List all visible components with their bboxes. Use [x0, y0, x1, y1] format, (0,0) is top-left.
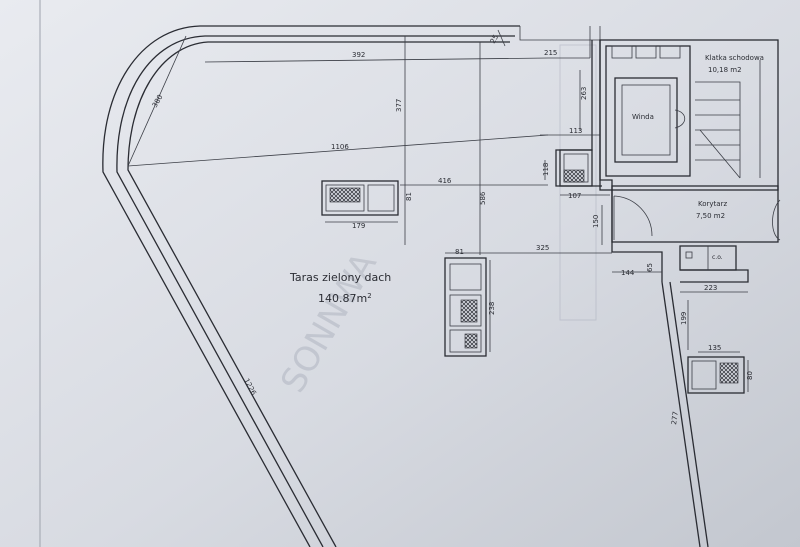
dim-223: 223: [704, 284, 717, 292]
planter-center-hatch-2: [464, 333, 478, 349]
stairwell-name: Klatka schodowa: [705, 54, 764, 62]
corridor-name: Korytarz: [698, 200, 727, 208]
dim-199: 199: [680, 312, 688, 325]
dim-277: 277: [670, 411, 680, 425]
terrace-name: Taras zielony dach: [289, 271, 391, 284]
dim-135: 135: [708, 344, 721, 352]
terrace-area-sup: 2: [367, 292, 371, 300]
dim-263: 263: [580, 87, 588, 100]
stairwell-block: [599, 39, 779, 191]
dim-118: 118: [542, 163, 550, 176]
dim-392: 392: [352, 51, 365, 59]
elevator-shaft: [614, 77, 678, 163]
terrace-area: 140.87m2: [318, 292, 372, 305]
dim-65: 65: [646, 263, 654, 272]
stairwell-area: 10,18 m2: [708, 66, 742, 74]
dim-81b: 81: [455, 248, 464, 256]
planter-right-hatch: [719, 362, 739, 384]
planter-center-hatch-1: [460, 299, 478, 323]
planter-corridor-hatch: [563, 169, 585, 183]
corridor-block: [611, 185, 781, 271]
dim-80: 80: [746, 371, 754, 380]
dim-586: 586: [479, 191, 487, 205]
dim-179: 179: [352, 222, 365, 230]
dim-1106: 1106: [331, 143, 349, 151]
planter-center: [444, 257, 487, 357]
planter-left: [321, 180, 399, 216]
dim-107: 107: [568, 192, 581, 200]
dim-25: 25: [489, 33, 500, 45]
dim-144: 144: [621, 269, 635, 277]
planter-left-hatch: [329, 187, 361, 203]
dim-416: 416: [438, 177, 452, 185]
wc-label: c.o.: [712, 254, 723, 261]
dim-215: 215: [544, 49, 557, 57]
terrace-area-value: 140.87m: [318, 292, 367, 305]
planter-right: [687, 356, 745, 394]
elevator-name: Winda: [632, 113, 654, 121]
dim-238: 238: [488, 302, 496, 315]
terrace-outline: [102, 25, 601, 547]
dim-325: 325: [536, 244, 549, 252]
dim-113: 113: [569, 127, 582, 135]
dim-81a: 81: [405, 192, 413, 201]
corridor-area: 7,50 m2: [696, 212, 725, 220]
dim-377: 377: [395, 99, 403, 112]
planter-corridor: [559, 149, 593, 187]
dim-150: 150: [592, 215, 600, 228]
dimension-lines: [127, 26, 749, 392]
